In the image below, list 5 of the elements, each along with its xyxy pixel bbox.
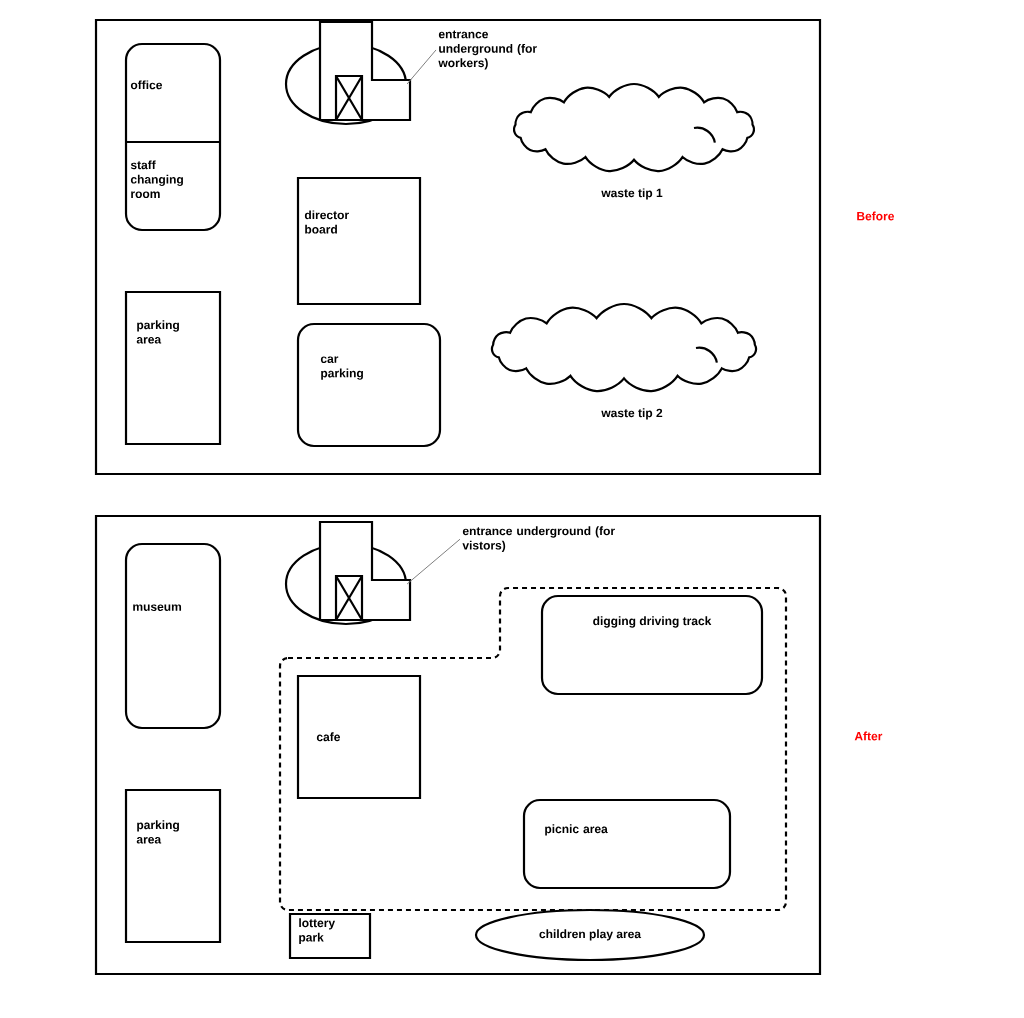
leader-line	[406, 49, 437, 85]
entrance-drawing	[284, 520, 412, 626]
entrance-drawing	[284, 20, 412, 126]
dashed-boundary	[278, 586, 788, 912]
leader-line	[406, 538, 461, 585]
